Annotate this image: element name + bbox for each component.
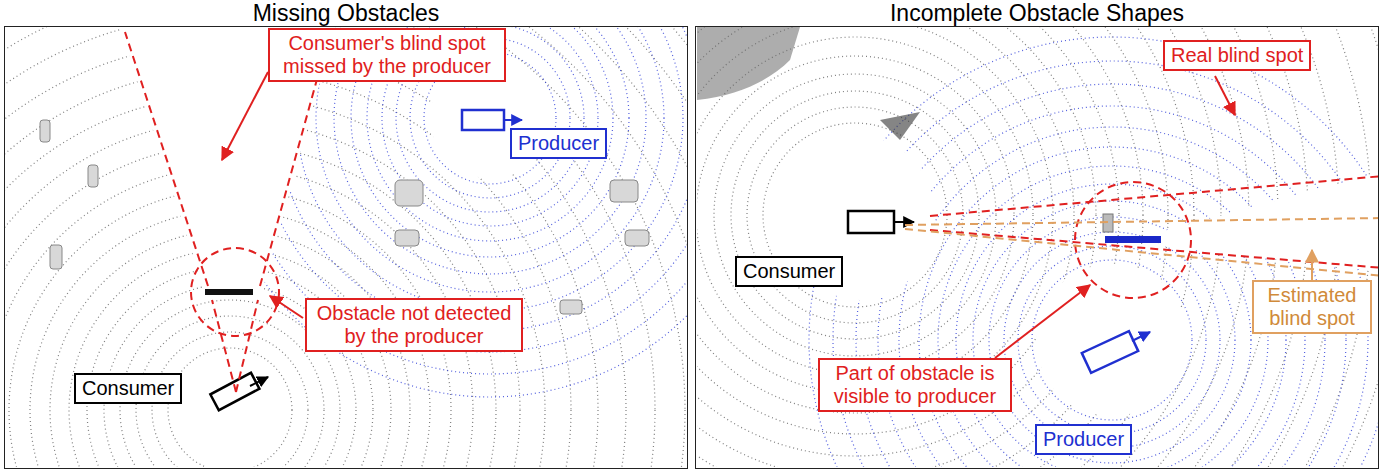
callout-box: Consumer's blind spot missed by the prod… xyxy=(268,28,506,82)
vehicle-label: Consumer xyxy=(74,373,182,404)
vehicle-label: Producer xyxy=(1035,424,1132,455)
callout-box: Obstacle not detected by the producer xyxy=(305,298,523,352)
point-cloud-right xyxy=(697,27,1379,467)
panel-title: Incomplete Obstacle Shapes xyxy=(695,0,1379,26)
callout-box: Part of obstacle is visible to producer xyxy=(818,358,1012,412)
callout-text: Part of obstacle is visible to producer xyxy=(826,362,1004,408)
vehicle-label: Consumer xyxy=(735,256,843,287)
callout-text: Obstacle not detected by the producer xyxy=(313,302,515,348)
panel-frame xyxy=(695,26,1379,469)
panel: Missing ObstaclesConsumer's blind spot m… xyxy=(4,0,688,470)
callout-text: Consumer's blind spot missed by the prod… xyxy=(276,32,498,78)
panel: Incomplete Obstacle ShapesReal blind spo… xyxy=(695,0,1379,470)
callout-text: Producer xyxy=(1043,428,1124,451)
callout-text: Consumer xyxy=(743,260,835,283)
callout-text: Estimated blind spot xyxy=(1260,284,1364,330)
point-cloud-left xyxy=(5,27,687,467)
callout-box: Real blind spot xyxy=(1163,40,1311,71)
callout-box: Estimated blind spot xyxy=(1252,280,1372,334)
leader-arrows xyxy=(222,72,1312,358)
vehicle-label: Producer xyxy=(510,128,607,159)
callout-text: Producer xyxy=(518,132,599,155)
panel-title: Missing Obstacles xyxy=(4,0,688,26)
callout-text: Real blind spot xyxy=(1171,44,1303,67)
callout-text: Consumer xyxy=(82,377,174,400)
